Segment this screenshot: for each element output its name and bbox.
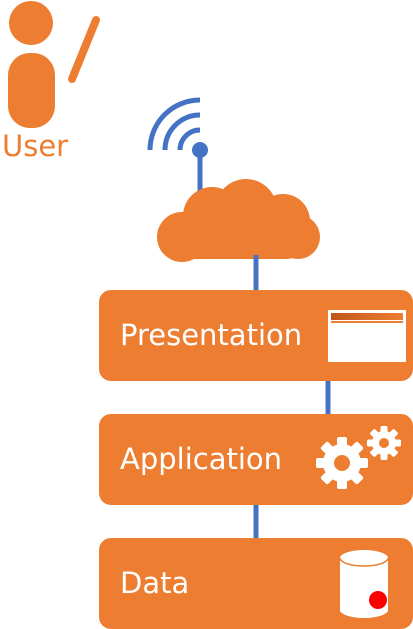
tier-application: Application bbox=[99, 414, 413, 505]
tier-presentation: Presentation bbox=[99, 290, 413, 381]
person-icon bbox=[8, 1, 55, 128]
gears-icon bbox=[316, 426, 401, 489]
tier-presentation-label: Presentation bbox=[120, 318, 303, 352]
pointer-stick bbox=[68, 16, 100, 83]
browser-window-icon bbox=[328, 310, 406, 362]
user-label: User bbox=[2, 129, 69, 163]
wireless-signal-icon bbox=[147, 97, 201, 151]
tier-data-label: Data bbox=[120, 566, 190, 600]
tier-application-label: Application bbox=[120, 442, 283, 476]
cloud-icon bbox=[157, 179, 320, 262]
tier-data: Data bbox=[99, 538, 413, 629]
database-icon bbox=[339, 550, 389, 618]
